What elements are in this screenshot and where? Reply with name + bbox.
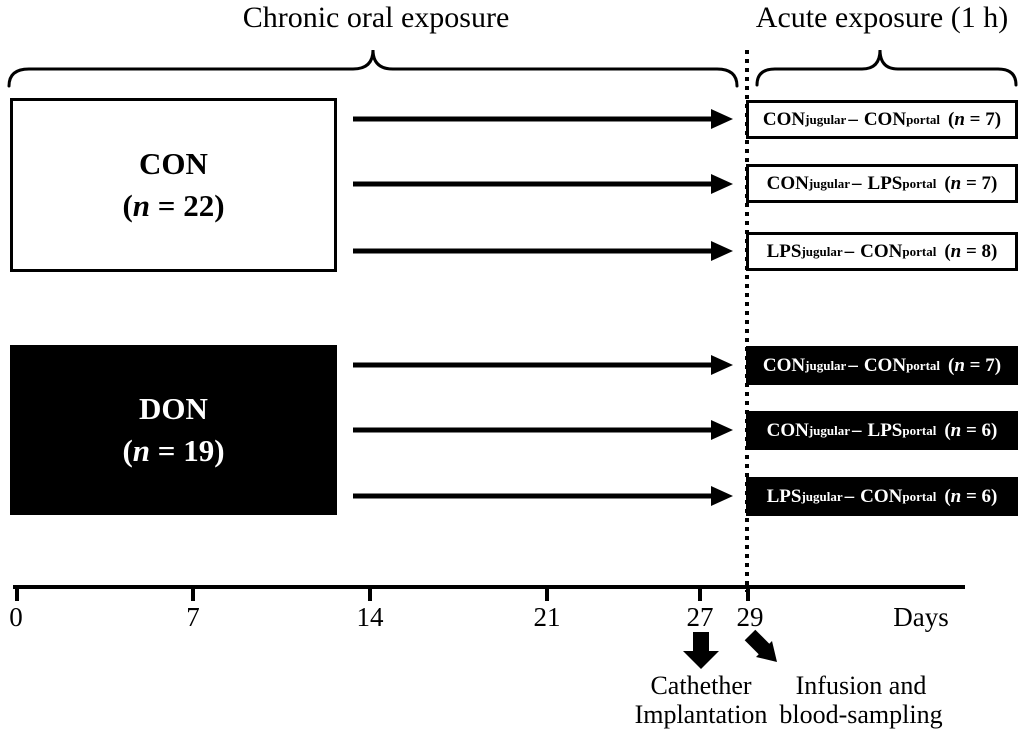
axis-tick-label-7: 7: [186, 602, 200, 632]
flow-arrow-con-2: [353, 174, 733, 194]
axis-tick-label-0: 0: [9, 602, 23, 632]
don-group-count: (n = 19): [122, 433, 225, 468]
don-group-box: DON (n = 19): [10, 345, 337, 515]
n-count: (n = 7): [944, 172, 998, 194]
acute-brace: [755, 49, 1018, 87]
infusion-diagonal-arrow: [744, 629, 777, 662]
catheter-annotation: Cathether Implantation: [635, 671, 768, 729]
catheter-annotation-line2: Implantation: [634, 700, 768, 729]
axis-unit-label: Days: [893, 602, 949, 632]
con-group-name: CON: [139, 146, 208, 181]
flow-arrow-con-1: [353, 109, 733, 129]
infusion-annotation: Infusion and blood-sampling: [779, 671, 942, 729]
con-group-box: CON (n = 22): [10, 98, 337, 272]
n-count: (n = 6): [944, 485, 998, 507]
axis-tick-label-14: 14: [356, 602, 384, 632]
chronic-brace: [7, 49, 739, 88]
flow-arrow-don-1: [353, 355, 733, 375]
catheter-annotation-line1: Cathether: [650, 671, 752, 700]
infusion-annotation-line1: Infusion and: [795, 671, 927, 700]
infusion-annotation-line2: blood-sampling: [779, 700, 943, 729]
chronic-phase-label: Chronic oral exposure: [242, 1, 510, 34]
n-count: (n = 7): [948, 354, 1002, 376]
flow-arrow-con-3: [353, 241, 733, 261]
flow-arrow-don-3: [353, 486, 733, 506]
acute-phase-label: Acute exposure (1 h): [755, 1, 1009, 34]
timeline-axis-ticks: [15, 585, 750, 601]
catheter-down-arrow: [683, 632, 719, 669]
don-group-name: DON: [139, 391, 208, 426]
con-group-count: (n = 22): [122, 188, 225, 223]
n-count: (n = 6): [944, 419, 998, 441]
axis-tick-label-29: 29: [736, 602, 764, 632]
axis-tick-label-21: 21: [533, 602, 561, 632]
n-count: (n = 7): [948, 108, 1002, 130]
flow-arrow-don-2: [353, 420, 733, 440]
axis-tick-label-27: 27: [686, 602, 714, 632]
n-count: (n = 8): [944, 240, 998, 262]
